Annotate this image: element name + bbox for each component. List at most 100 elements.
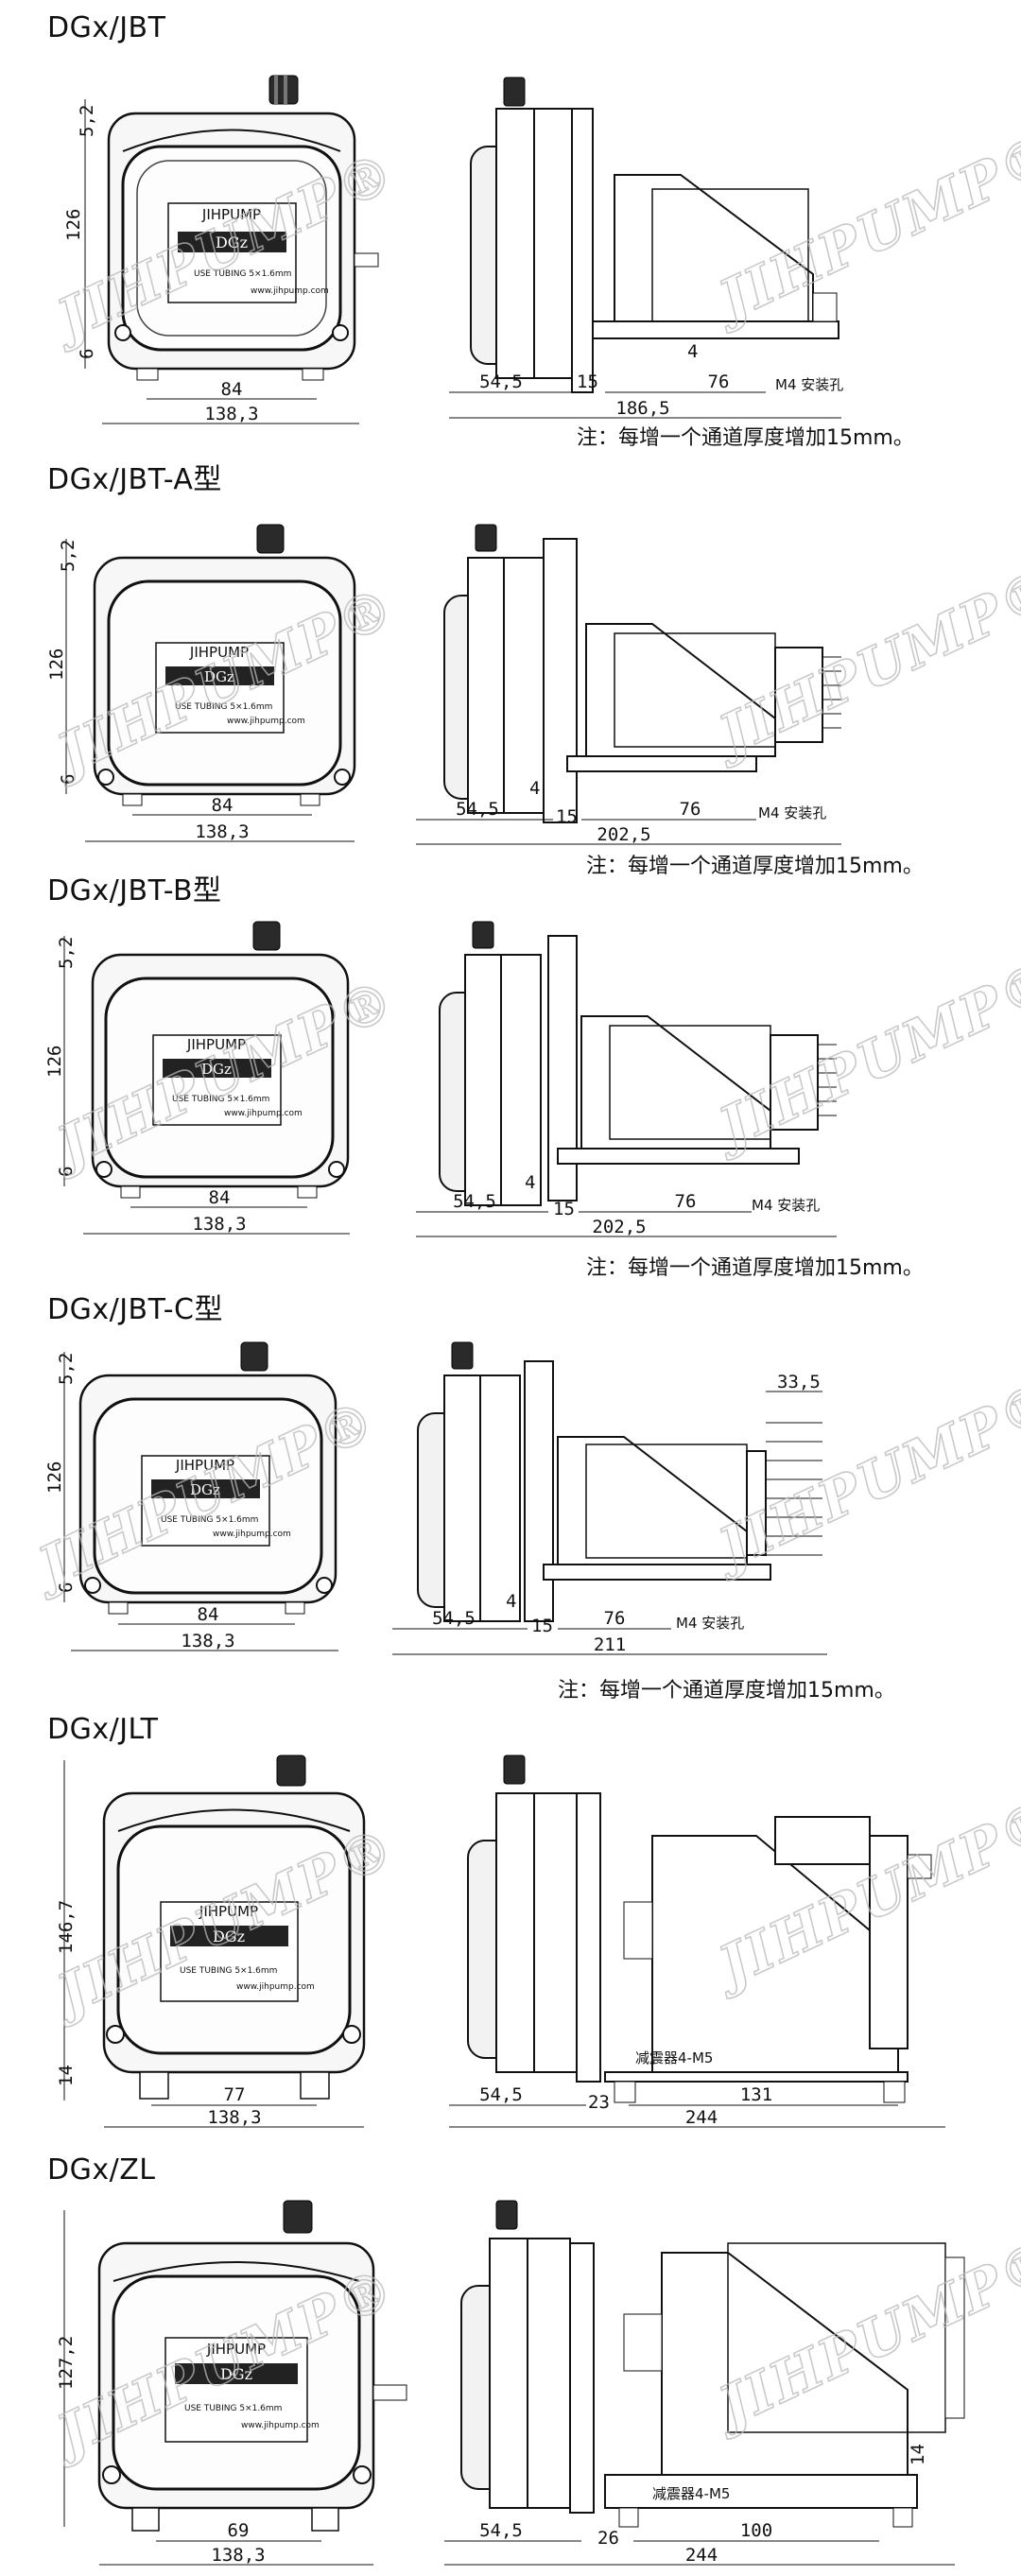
- section-title: DGx/JBT-B型: [47, 874, 222, 908]
- knob-icon: [240, 1341, 268, 1372]
- side-view: 33,5 M4 安装孔 4 54,5 15 76 211: [392, 1341, 827, 1655]
- drawing-jbt: JIHPUMP DGz USE TUBING 5×1.6mm www.jihpu…: [38, 75, 1021, 424]
- dim-d1: 54,5: [453, 1191, 496, 1212]
- panel-brand: JIHPUMP: [201, 206, 261, 223]
- dim-d2: 4: [529, 778, 540, 799]
- note: 注：每增一个通道厚度增加15mm。: [577, 426, 914, 450]
- panel-tubing: USE TUBING 5×1.6mm: [194, 269, 291, 279]
- panel-model: DGz: [216, 233, 248, 251]
- dim-inner: 84: [209, 1187, 231, 1208]
- dim-total: 211: [594, 1634, 626, 1655]
- front-view: JIHPUMP DGz USE TUBING 5×1.6mm www.jihpu…: [44, 921, 350, 1235]
- dim-height: 146,7: [56, 1900, 77, 1954]
- section-dgx-jlt: DGx/JLT JIHPUMP DGz USE TUBING 5×1.6mm w…: [0, 1713, 1021, 2134]
- front-view: JIHPUMP DGz USE TUBING 5×1.6mm www.jihpu…: [44, 1341, 338, 1651]
- panel-url: www.jihpump.com: [224, 1109, 303, 1118]
- dim-height: 126: [46, 648, 67, 681]
- dim-total: 244: [685, 2545, 718, 2566]
- dim-d3: 15: [531, 1616, 553, 1636]
- dim-d3: 15: [553, 1199, 575, 1219]
- panel-tubing: USE TUBING 5×1.6mm: [175, 702, 272, 712]
- front-view: JIHPUMP DGz USE TUBING 5×1.6mm www.jihpu…: [56, 2200, 407, 2566]
- dim-width: 138,3: [181, 1631, 234, 1651]
- dim-d1: 54,5: [432, 1608, 476, 1629]
- mount-label: 减震器4-M5: [652, 2485, 730, 2502]
- dim-d4: 76: [604, 1608, 626, 1629]
- note: 注：每增一个通道厚度增加15mm。: [558, 1679, 895, 1703]
- panel-model: DGz: [190, 1481, 220, 1498]
- dim-total: 244: [685, 2107, 718, 2128]
- panel-brand: JIHPUMP: [206, 2341, 266, 2358]
- section-dgx-jbt-c: DGx/JBT-C型 JIHPUMP DGz USE TUBING 5×1.6m…: [0, 1286, 1021, 1716]
- panel-tubing: USE TUBING 5×1.6mm: [161, 1515, 258, 1525]
- panel-url: www.jihpump.com: [241, 2421, 320, 2430]
- section-dgx-jbt-a: DGx/JBT-A型 JIHPUMP DGz USE TUBING 5×1.6m…: [0, 444, 1021, 879]
- panel-model: DGz: [201, 1061, 232, 1078]
- watermark-right: JIHPUMP®: [701, 555, 1021, 771]
- note: 注：每增一个通道厚度增加15mm。: [586, 1256, 924, 1280]
- panel-url: www.jihpump.com: [227, 717, 305, 726]
- watermark-right: JIHPUMP®: [701, 947, 1021, 1164]
- side-view: M4 安装孔 4 54,5 15 76 202,5: [416, 524, 841, 845]
- panel-url: www.jihpump.com: [251, 286, 329, 296]
- dim-total: 202,5: [597, 824, 650, 845]
- drawing-jlt: JIHPUMP DGz USE TUBING 5×1.6mm www.jihpu…: [38, 1755, 1021, 2128]
- knob-icon: [276, 1755, 306, 1787]
- dim-bottom: 6: [58, 774, 78, 785]
- section-dgx-jbt-b: DGx/JBT-B型 JIHPUMP DGz USE TUBING 5×1.6m…: [0, 865, 1021, 1286]
- front-view: JIHPUMP DGz USE TUBING 5×1.6mm www.jihpu…: [56, 1755, 366, 2128]
- dim-height: 126: [63, 209, 84, 241]
- section-title: DGx/ZL: [47, 2153, 156, 2187]
- drawing-zl: JIHPUMP DGz USE TUBING 5×1.6mm www.jihpu…: [38, 2200, 1021, 2566]
- dim-width: 138,3: [204, 404, 258, 424]
- panel-tubing: USE TUBING 5×1.6mm: [180, 1966, 277, 1976]
- dim-width: 138,3: [211, 2545, 265, 2566]
- panel-brand: JIHPUMP: [189, 644, 249, 661]
- side-view: 减震器4-M5 14 54,5 26 100 244: [444, 2200, 965, 2566]
- panel-brand: JIHPUMP: [199, 1903, 258, 1920]
- dim-d4: 76: [680, 799, 701, 820]
- dim-width: 138,3: [192, 1214, 246, 1235]
- mount-label: M4 安装孔: [758, 804, 826, 821]
- dim-d1: 54,5: [456, 799, 499, 820]
- panel-model: DGz: [213, 1928, 245, 1945]
- dim-d4: 76: [708, 372, 730, 392]
- dim-d4: 76: [675, 1191, 697, 1212]
- side-view: M4 安装孔 4 54,5 15 76 186,5: [449, 77, 843, 419]
- dim-height: 126: [44, 1461, 65, 1494]
- front-view: JIHPUMP DGz USE TUBING 5×1.6mm www.jihpu…: [63, 75, 379, 424]
- dim-d3: 15: [556, 806, 578, 827]
- drawing-jbt-c: JIHPUMP DGz USE TUBING 5×1.6mm www.jihpu…: [19, 1341, 1021, 1655]
- dim-bottom: 6: [77, 349, 97, 359]
- dim-height: 127,2: [56, 2336, 77, 2390]
- dim-width: 138,3: [207, 2107, 261, 2128]
- section-title: DGx/JBT: [47, 11, 166, 44]
- dim-inner: 84: [212, 795, 234, 816]
- section-dgx-jbt: DGx/JBT JIHPUMP DGz USE TUBING 5×1.6mm w…: [0, 0, 1021, 450]
- side-view: M4 安装孔 4 54,5 15 76 202,5: [416, 921, 837, 1237]
- dim-inner: 77: [224, 2084, 246, 2105]
- dim-top: 5,2: [56, 937, 77, 969]
- section-dgx-zl: DGx/ZL JIHPUMP DGz USE TUBING 5×1.6mm ww…: [0, 2153, 1021, 2576]
- dim-d3: 100: [740, 2520, 772, 2541]
- dim-d2: 23: [588, 2092, 610, 2113]
- panel-model: DGz: [204, 668, 234, 685]
- dim-width: 138,3: [195, 821, 249, 842]
- dim-bottom: 6: [56, 1167, 77, 1177]
- dim-inner: 69: [228, 2520, 250, 2541]
- panel-brand: JIHPUMP: [186, 1036, 246, 1053]
- dim-top: 5,2: [58, 540, 78, 572]
- section-title: DGx/JBT-A型: [47, 463, 222, 496]
- mount-label: 减震器4-M5: [635, 2049, 713, 2066]
- dim-right: 14: [908, 2444, 928, 2465]
- dim-d1: 54,5: [479, 2084, 523, 2105]
- knob-icon: [252, 921, 281, 951]
- dim-d3: 15: [577, 372, 598, 392]
- panel-url: www.jihpump.com: [213, 1530, 291, 1539]
- drawing-jbt-b: JIHPUMP DGz USE TUBING 5×1.6mm www.jihpu…: [38, 921, 1021, 1237]
- dim-d3: 131: [740, 2084, 772, 2105]
- dim-d1: 54,5: [479, 372, 523, 392]
- side-view: 减震器4-M5 54,5 23 131 244: [449, 1755, 945, 2128]
- dim-top: 5,2: [56, 1353, 77, 1385]
- dim-d2: 4: [525, 1172, 535, 1193]
